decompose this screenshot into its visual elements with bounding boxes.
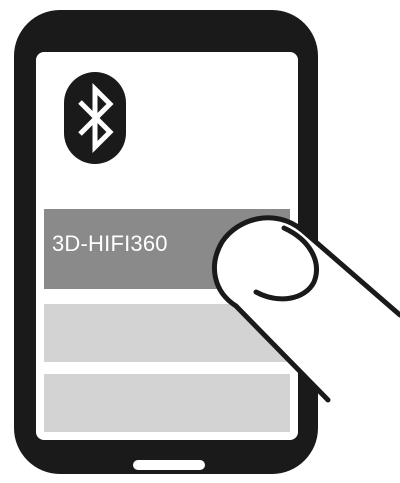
- device-name-label: 3D-HIFI360: [52, 231, 168, 257]
- device-list-item[interactable]: [44, 374, 290, 432]
- device-list-item[interactable]: [44, 304, 290, 362]
- bluetooth-icon: [64, 72, 126, 164]
- device-list-item-selected[interactable]: 3D-HIFI360: [44, 209, 290, 289]
- home-button: [133, 460, 205, 470]
- phone-screen: 3D-HIFI360: [36, 52, 298, 440]
